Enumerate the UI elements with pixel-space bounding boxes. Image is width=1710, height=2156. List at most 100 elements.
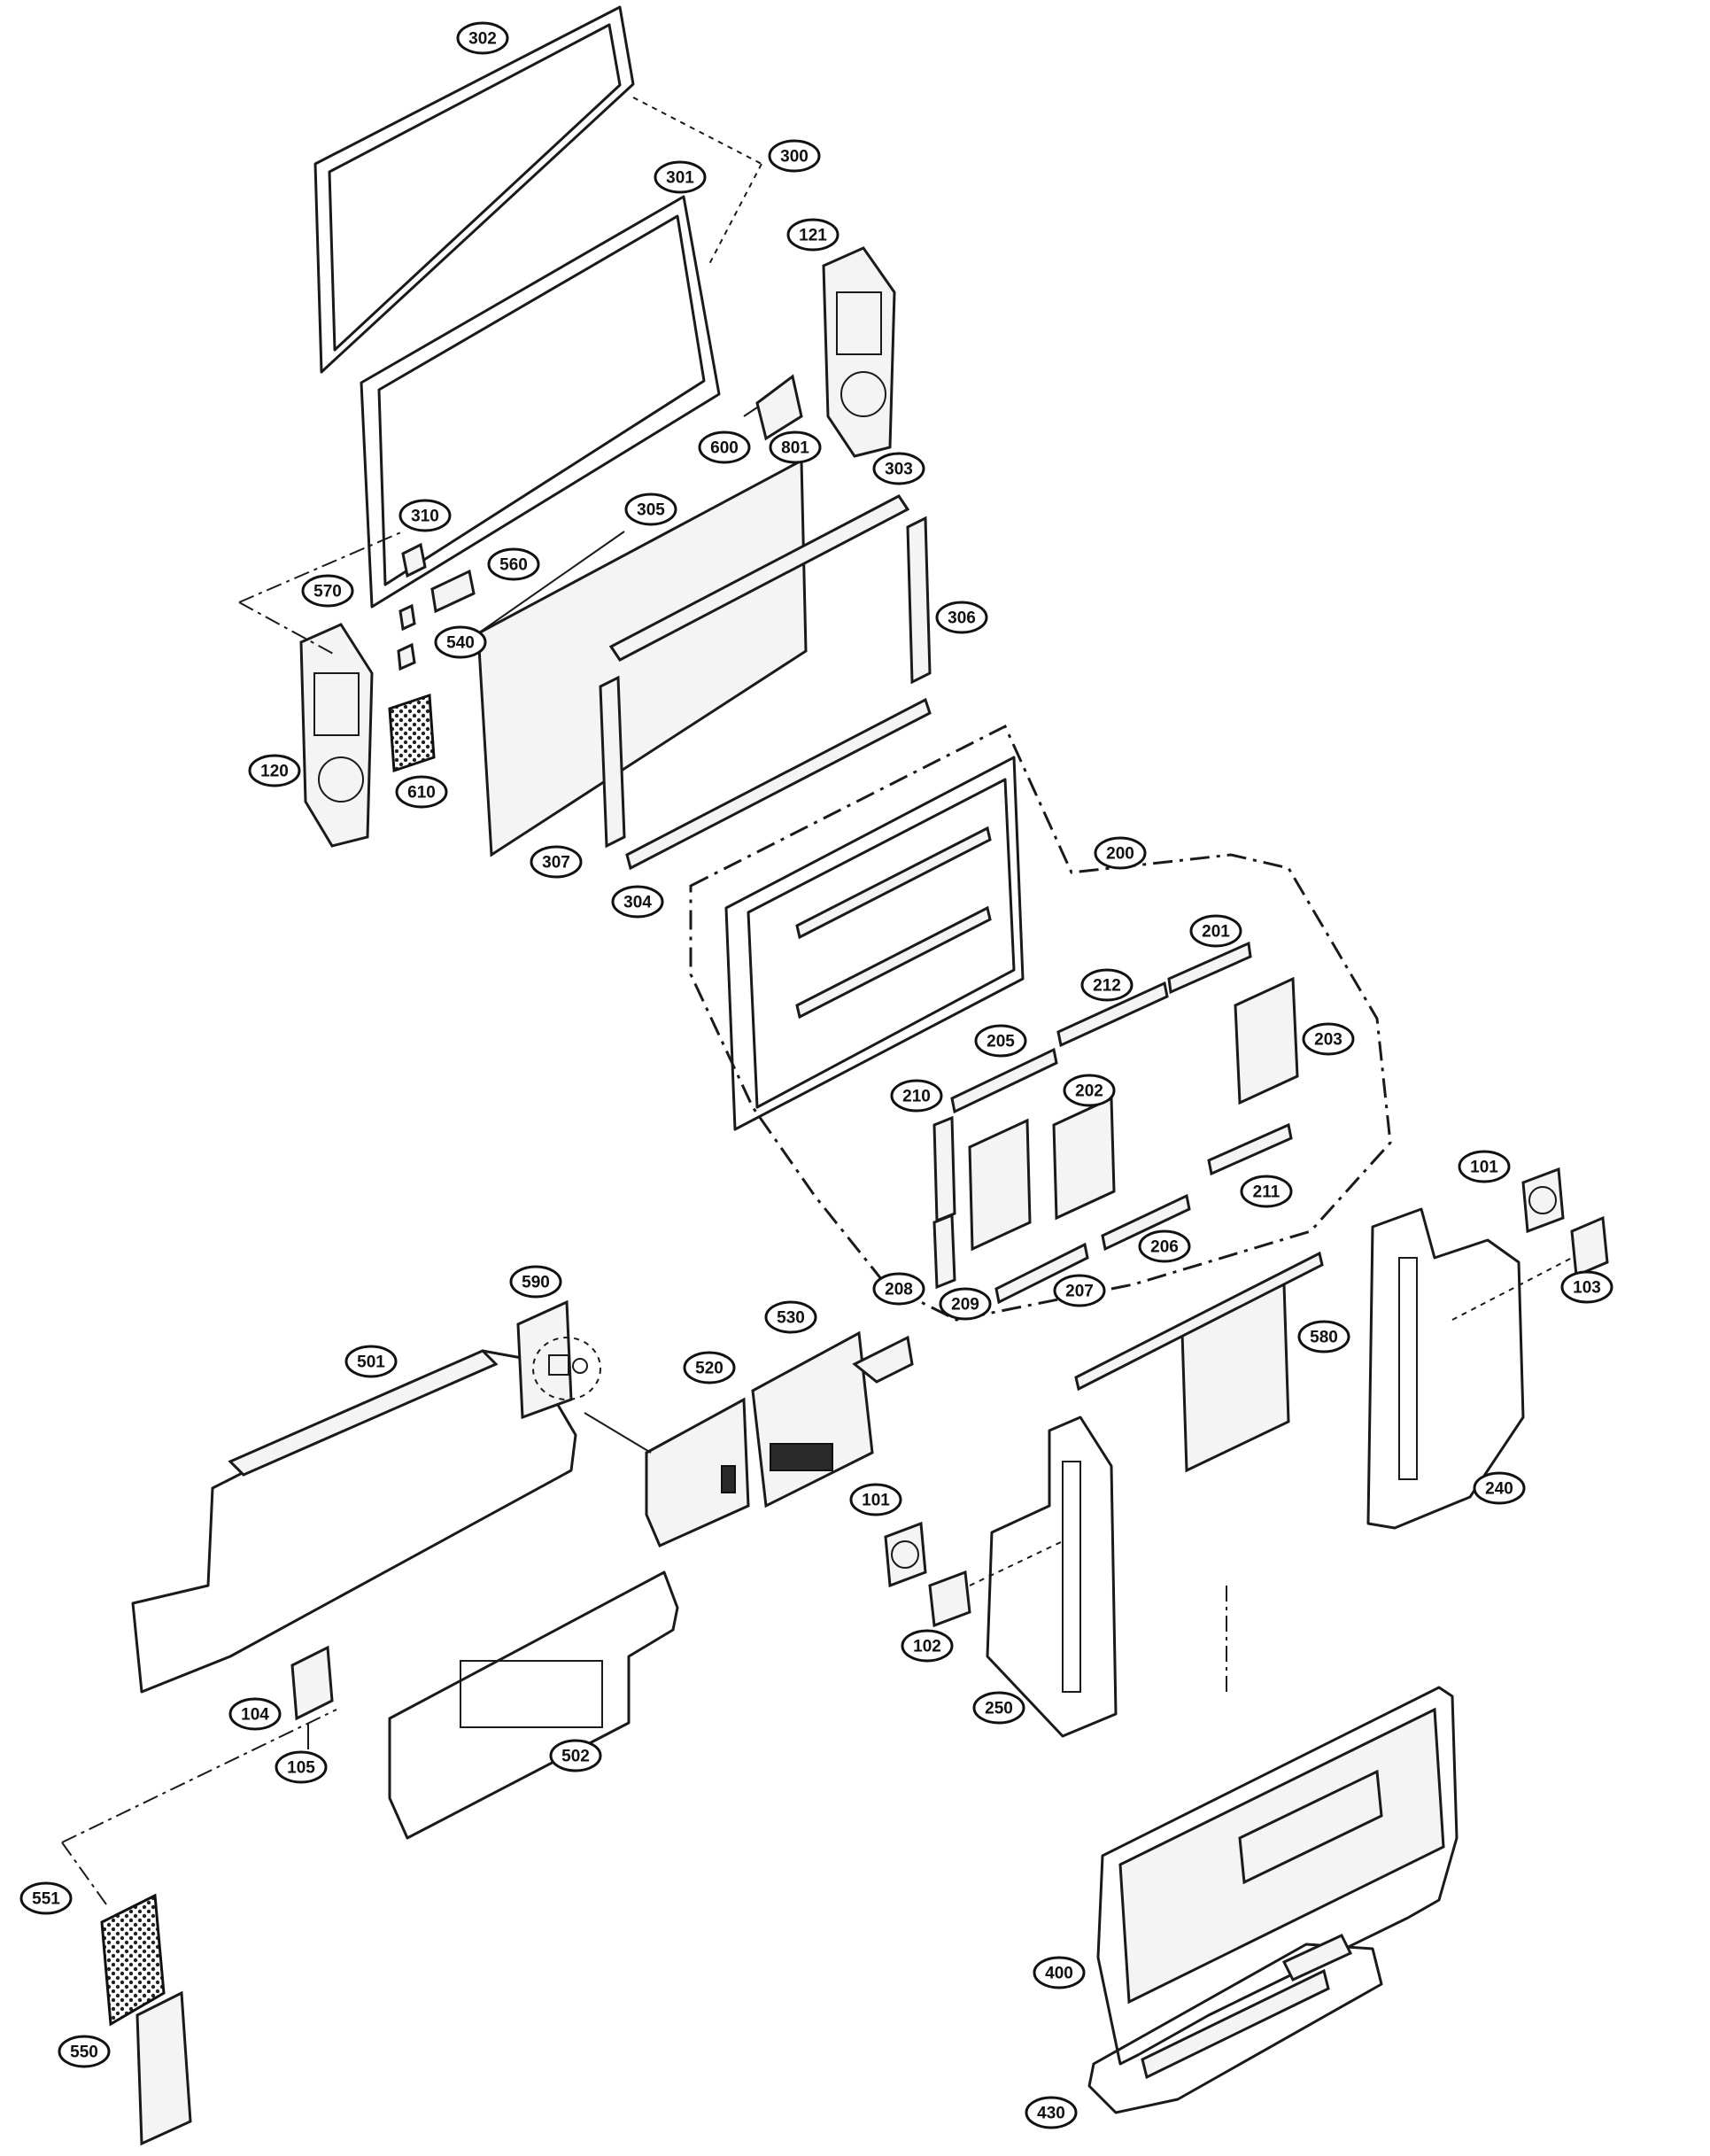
callout-oval [19,1881,73,1915]
part-310-560-540-small [397,542,476,671]
callout-oval [1138,1229,1191,1263]
callout-oval [344,1345,398,1378]
callout-551: 551 [19,1881,73,1915]
callout-oval [1240,1175,1293,1208]
callout-label: 310 [411,508,439,526]
callout-580: 580 [1297,1320,1350,1353]
callout-oval [228,1697,282,1731]
callout-label: 801 [781,439,809,458]
part-430-stand [1087,1934,1383,2114]
callout-203: 203 [1302,1022,1355,1056]
callout-label: 208 [885,1281,913,1299]
callout-oval [683,1351,736,1384]
part-580-board [1074,1251,1324,1473]
callout-label: 530 [777,1309,805,1328]
callout-oval [939,1287,992,1321]
callout-oval [398,499,452,532]
part-551-grille [100,1893,166,2027]
callout-oval [624,492,677,526]
part-120-left-speaker [299,623,374,848]
callout-label: 302 [468,30,497,49]
callout-250: 250 [972,1691,1025,1725]
part-301-front-cabinet [360,97,762,609]
callout-label: 304 [623,894,652,912]
callout-label: 303 [885,461,913,479]
callout-oval [849,1483,902,1516]
callout-label: 300 [780,148,809,167]
callout-310: 310 [398,499,452,532]
callout-oval [1053,1274,1106,1307]
part-208-board [932,1213,956,1290]
callout-102: 102 [901,1629,954,1663]
callout-540: 540 [434,625,487,659]
callout-oval [901,1629,954,1663]
callout-300: 300 [768,139,821,173]
callout-label: 105 [287,1759,315,1778]
callout-label: 551 [32,1890,60,1909]
callout-label: 212 [1093,977,1121,996]
callout-oval [654,160,707,194]
callout-oval [890,1079,943,1113]
callout-label: 600 [710,439,739,458]
callout-label: 570 [313,583,342,601]
part-121-right-speaker [822,246,896,458]
callout-520: 520 [683,1351,736,1384]
callout-301: 301 [654,160,707,194]
callout-oval [248,754,301,787]
callout-label: 101 [1470,1159,1498,1177]
part-103-fan-holder [1570,1215,1609,1278]
callout-label: 206 [1150,1238,1179,1257]
callout-label: 540 [446,634,475,653]
callout-304: 304 [611,885,664,919]
part-203-board [1234,976,1299,1105]
callout-label: 520 [695,1360,723,1378]
callout-oval [786,218,840,252]
part-600-801-bracket [743,374,803,441]
callout-103: 103 [1560,1270,1613,1304]
callout-530: 530 [764,1300,817,1334]
callout-120: 120 [248,754,301,787]
callout-label: 209 [951,1296,979,1315]
callout-oval [1025,2096,1078,2129]
callout-oval [1094,836,1147,870]
callout-104: 104 [228,1697,282,1731]
callout-oval [1080,968,1134,1002]
callout-oval [935,601,988,634]
callout-oval [530,845,583,879]
callout-400: 400 [1033,1956,1086,1989]
callout-oval [1063,1074,1116,1107]
part-305-panel [476,458,808,857]
callout-oval [487,547,540,581]
part-550-block [135,1990,192,2146]
callout-oval [974,1024,1027,1058]
callout-205: 205 [974,1024,1027,1058]
callout-label: 430 [1037,2105,1065,2123]
callout-211: 211 [1240,1175,1293,1208]
callout-label: 590 [522,1274,550,1292]
part-530-board [751,1330,914,1508]
callout-oval [549,1739,602,1772]
part-590-detail [532,1337,601,1400]
callout-label: 207 [1065,1283,1094,1301]
callout-305: 305 [624,492,677,526]
part-209-board [968,1118,1032,1252]
callout-oval [698,430,751,464]
callout-240: 240 [1473,1471,1526,1505]
callout-oval [1458,1150,1511,1183]
part-307-left-bar [599,675,626,849]
callout-label: 301 [666,169,694,188]
callout-101: 101 [1458,1150,1511,1183]
callout-201: 201 [1189,914,1242,948]
callout-label: 210 [902,1088,931,1106]
callout-208: 208 [872,1272,925,1306]
callout-label: 104 [241,1706,269,1725]
callout-302: 302 [456,21,509,55]
callout-label: 307 [542,854,570,872]
callout-202: 202 [1063,1074,1116,1107]
part-303-top-bar [608,494,910,662]
part-102-fan-holder [928,1570,971,1628]
part-520-board [645,1397,750,1547]
callout-label: 305 [637,501,665,520]
callout-label: 550 [70,2044,98,2062]
callout-502: 502 [549,1739,602,1772]
